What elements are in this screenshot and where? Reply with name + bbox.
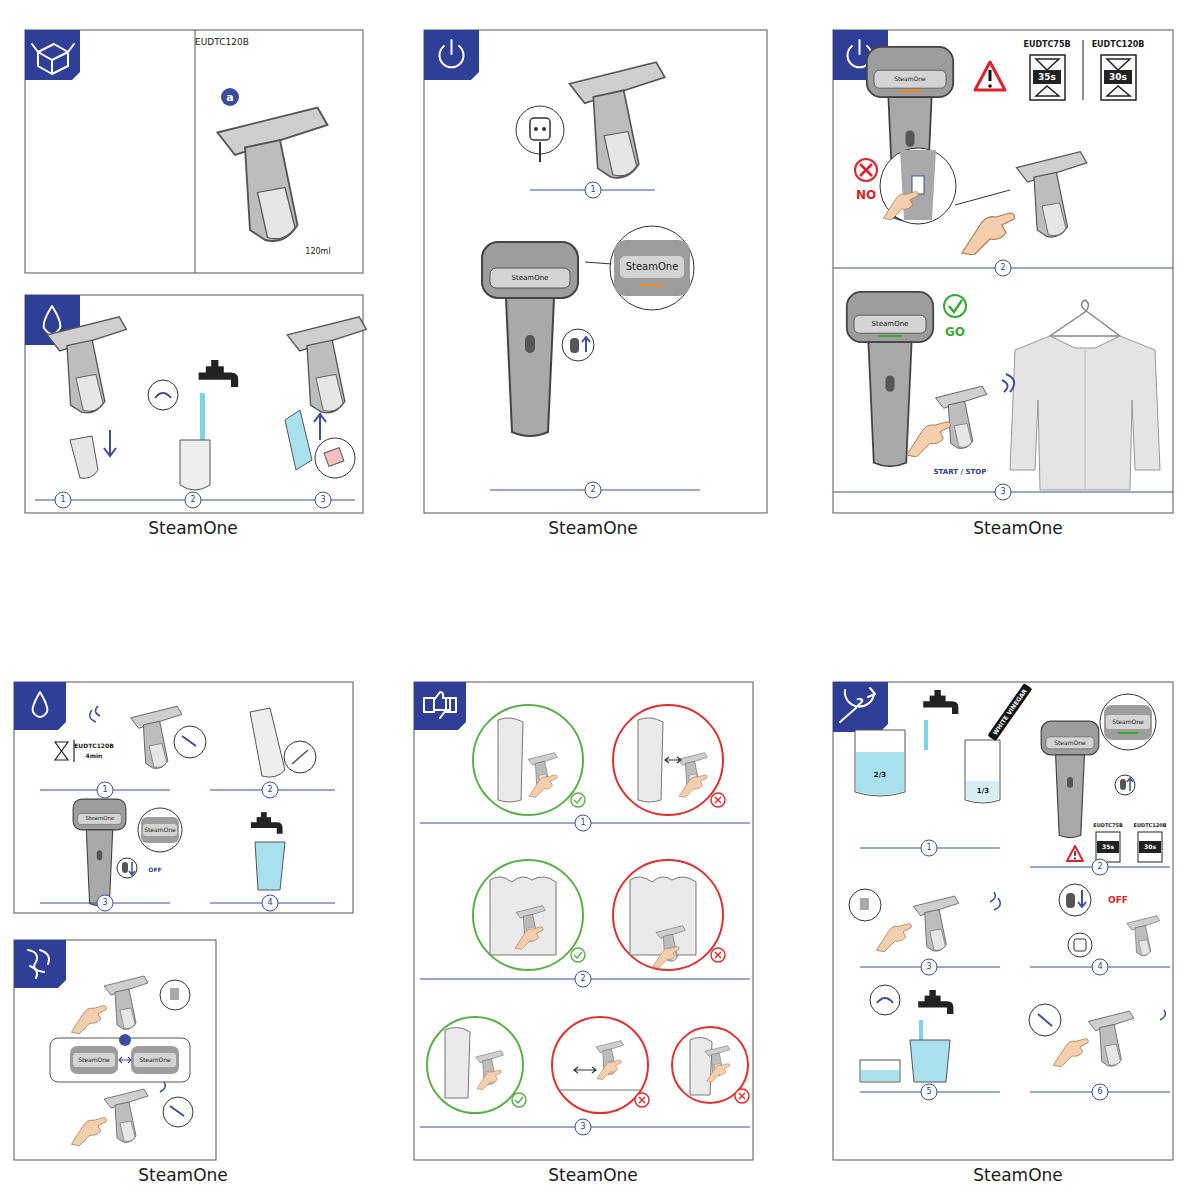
button-label: START / STOP xyxy=(934,469,987,476)
step-number: 2 xyxy=(190,496,195,504)
step-number: 2 xyxy=(1000,264,1005,272)
bottle-label: WHITE VINEGAR xyxy=(987,683,1032,741)
fill-level: 2/3 xyxy=(874,772,886,779)
device-logo: SteamOne xyxy=(626,262,679,272)
step-number: 3 xyxy=(102,899,107,907)
device-logo: SteamOne xyxy=(872,321,909,328)
fill-level: 1/3 xyxy=(977,788,989,795)
brand-caption: SteamOne xyxy=(973,520,1063,537)
interval-number: 2 xyxy=(856,697,864,709)
model-code: EUDTC120B xyxy=(1134,823,1167,828)
step-number: 1 xyxy=(590,186,595,194)
status-label: GO xyxy=(945,326,965,338)
step-number: 2 xyxy=(590,486,595,494)
brand-caption: SteamOne xyxy=(138,1167,228,1184)
step-number: 1 xyxy=(60,496,65,504)
device-logo: SteamOne xyxy=(512,275,549,282)
model-code: EUDTC120B xyxy=(74,743,114,749)
switch-label: OFF xyxy=(148,867,161,873)
step-number: 4 xyxy=(1097,963,1102,971)
device-logo: SteamOne xyxy=(1054,740,1086,746)
step-number: 3 xyxy=(320,496,325,504)
step-number: 6 xyxy=(1097,1088,1102,1096)
device-logo: SteamOne xyxy=(144,827,176,833)
brand-caption: SteamOne xyxy=(548,520,638,537)
step-number: 5 xyxy=(926,1088,931,1096)
step-number: 1 xyxy=(926,844,931,852)
step-number: 2 xyxy=(1097,863,1102,871)
time-label: 4min xyxy=(86,753,103,759)
callout-letter: a xyxy=(226,92,233,103)
device-logo: SteamOne xyxy=(1112,719,1144,725)
time-label: 35s xyxy=(1038,73,1056,82)
model-code: EUDTC120B xyxy=(195,38,249,47)
brand-caption: SteamOne xyxy=(973,1167,1063,1184)
status-label: NO xyxy=(856,189,876,201)
time-label: 35s xyxy=(1102,844,1114,850)
brand-caption: SteamOne xyxy=(548,1167,638,1184)
model-code: EUDTC75B xyxy=(1093,823,1122,828)
model-code: EUDTC120B xyxy=(1092,41,1145,49)
capacity-label: 120ml xyxy=(305,248,330,256)
step-number: 1 xyxy=(580,819,585,827)
device-logo: SteamOne xyxy=(86,816,115,822)
step-number: 3 xyxy=(926,963,931,971)
step-number: 3 xyxy=(580,1123,585,1131)
time-label: 30s xyxy=(1144,844,1156,850)
device-logo: SteamOne xyxy=(139,1057,171,1063)
device-logo: SteamOne xyxy=(894,76,926,82)
step-number: 4 xyxy=(267,899,272,907)
brand-caption: SteamOne xyxy=(148,520,238,537)
model-code: EUDTC75B xyxy=(1023,41,1070,49)
step-number: 3 xyxy=(1000,488,1005,496)
step-number: 1 xyxy=(102,786,107,794)
time-label: 30s xyxy=(1109,73,1127,82)
device-logo: SteamOne xyxy=(78,1057,110,1063)
step-number: 2 xyxy=(580,975,585,983)
step-number: 2 xyxy=(267,786,272,794)
switch-label: OFF xyxy=(1108,896,1128,905)
